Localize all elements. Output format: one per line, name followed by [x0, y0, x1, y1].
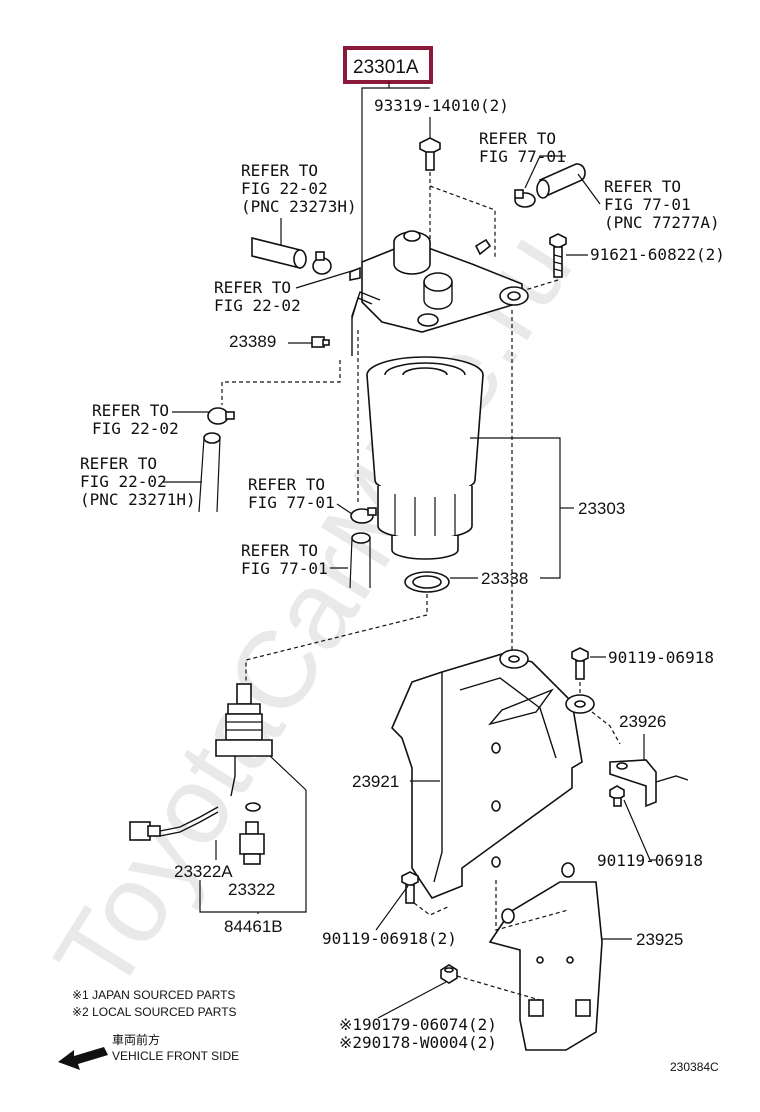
- leader-refer-22-b: [295, 269, 356, 289]
- bracket-23926-icon: [609, 759, 689, 808]
- bolt-sensor-label[interactable]: 90119-06918: [597, 851, 703, 870]
- bolt-lower-label[interactable]: 90119-06918(2): [322, 929, 457, 948]
- plug-23389-icon: [311, 336, 330, 348]
- connector-icon: [129, 806, 219, 841]
- leader-23301a: [361, 82, 390, 262]
- hose-clip-mid-left-icon: [207, 407, 235, 425]
- vehicle-front-jp: 車両前方: [112, 1032, 160, 1047]
- leader-refer-77-c: [336, 503, 353, 515]
- dash-hose-top: [429, 185, 496, 258]
- dash-nut: [456, 975, 541, 1001]
- part-23925-label[interactable]: 23925: [636, 930, 683, 949]
- refer-77-a-line2[interactable]: FIG 77-01: [479, 147, 566, 166]
- part-23389-label[interactable]: 23389: [229, 332, 276, 351]
- hose-mid-right-icon: [349, 532, 371, 589]
- hose-left-icon: [251, 236, 307, 270]
- refer-77-c-line2[interactable]: FIG 77-01: [248, 493, 335, 512]
- bracket-23921-icon: [391, 649, 595, 899]
- nut-label-1[interactable]: ※190179-06074(2): [339, 1015, 497, 1034]
- refer-22-b-line1[interactable]: REFER TO: [214, 278, 291, 297]
- dash-return-pipe: [221, 360, 341, 405]
- refer-22-c-line2[interactable]: FIG 22-02: [92, 419, 179, 438]
- fuel-filter-icon: [366, 356, 484, 560]
- dash-23926: [591, 711, 621, 745]
- dash-sensor: [245, 594, 428, 684]
- part-23301a-label[interactable]: 23301A: [353, 57, 419, 78]
- bolt-top-label[interactable]: 93319-14010(2): [374, 96, 509, 115]
- front-arrow-icon: [58, 1047, 108, 1070]
- hose-clip-left-icon: [312, 251, 332, 275]
- part-84461b-label[interactable]: 84461B: [224, 917, 283, 936]
- bolt-sensor-icon: [609, 785, 625, 807]
- refer-22-d-line1[interactable]: REFER TO: [80, 454, 157, 473]
- leader-23303: [470, 437, 561, 579]
- refer-22-d-line2[interactable]: FIG 22-02: [80, 472, 167, 491]
- bolt-lower-icon: [401, 871, 419, 904]
- bolt-top-icon: [419, 137, 441, 171]
- refer-77-b-line2[interactable]: FIG 77-01: [604, 195, 691, 214]
- refer-22-a-line2[interactable]: FIG 22-02: [241, 179, 328, 198]
- leader-84461b-frame: [199, 790, 307, 913]
- watermark: ToyotaCarMine.ru: [31, 211, 595, 1012]
- part-23338-label[interactable]: 23338: [481, 569, 528, 588]
- figure-id: 230384C: [670, 1060, 719, 1074]
- refer-22-b-line2[interactable]: FIG 22-02: [214, 296, 301, 315]
- bolt-bracket-icon: [571, 647, 589, 680]
- plug-23322-icon: [239, 821, 265, 865]
- vehicle-front-en: VEHICLE FRONT SIDE: [112, 1049, 239, 1063]
- leader-nut: [377, 981, 447, 1019]
- water-sensor-icon: [215, 683, 273, 797]
- refer-22-c-line1[interactable]: REFER TO: [92, 401, 169, 420]
- bolt-bracket-label[interactable]: 90119-06918: [608, 648, 714, 667]
- refer-77-a-line1[interactable]: REFER TO: [479, 129, 556, 148]
- bolt-right-icon: [549, 233, 567, 278]
- refer-22-d-line3[interactable]: (PNC 23271H): [80, 490, 196, 509]
- refer-77-d-line2[interactable]: FIG 77-01: [241, 559, 328, 578]
- leader-refer-77-b: [577, 173, 601, 205]
- hose-top-right-icon: [536, 163, 586, 199]
- hose-clip-top-icon: [514, 189, 536, 208]
- leader-sensor-right: [269, 755, 307, 791]
- refer-22-a-line1[interactable]: REFER TO: [241, 161, 318, 180]
- dash-bolt-lower: [413, 902, 451, 916]
- hose-clip-mid-right-icon: [350, 507, 377, 524]
- part-23921-label[interactable]: 23921: [352, 772, 399, 791]
- leader-bolt-sensor: [623, 799, 656, 861]
- refer-22-a-line3[interactable]: (PNC 23273H): [241, 197, 357, 216]
- refer-77-b-line1[interactable]: REFER TO: [604, 177, 681, 196]
- part-23322-label[interactable]: 23322: [228, 880, 275, 899]
- note-local-sourced: ※2 LOCAL SOURCED PARTS: [72, 1005, 237, 1019]
- highlight-box[interactable]: [343, 46, 433, 84]
- dash-23925: [495, 880, 569, 931]
- nut-icon: [440, 964, 458, 984]
- filter-head-icon: [349, 230, 529, 356]
- refer-77-d-line1[interactable]: REFER TO: [241, 541, 318, 560]
- nut-label-2[interactable]: ※290178-W0004(2): [339, 1033, 497, 1052]
- gasket-23338-icon: [404, 571, 450, 593]
- bolt-right-label[interactable]: 91621-60822(2): [590, 245, 725, 264]
- leader-bolt-lower: [375, 885, 409, 931]
- refer-77-c-line1[interactable]: REFER TO: [248, 475, 325, 494]
- leader-refer-77-a: [524, 155, 566, 189]
- part-23322a-label[interactable]: 23322A: [174, 862, 233, 881]
- hose-mid-left-icon: [198, 432, 221, 513]
- part-23926-label[interactable]: 23926: [619, 712, 666, 731]
- bracket-23925-icon: [488, 862, 603, 1051]
- dash-bolt-right: [511, 279, 559, 295]
- refer-77-b-line3[interactable]: (PNC 77277A): [604, 213, 720, 232]
- part-23303-label[interactable]: 23303: [578, 499, 625, 518]
- oring-icon: [245, 802, 261, 812]
- note-japan-sourced: ※1 JAPAN SOURCED PARTS: [72, 988, 235, 1002]
